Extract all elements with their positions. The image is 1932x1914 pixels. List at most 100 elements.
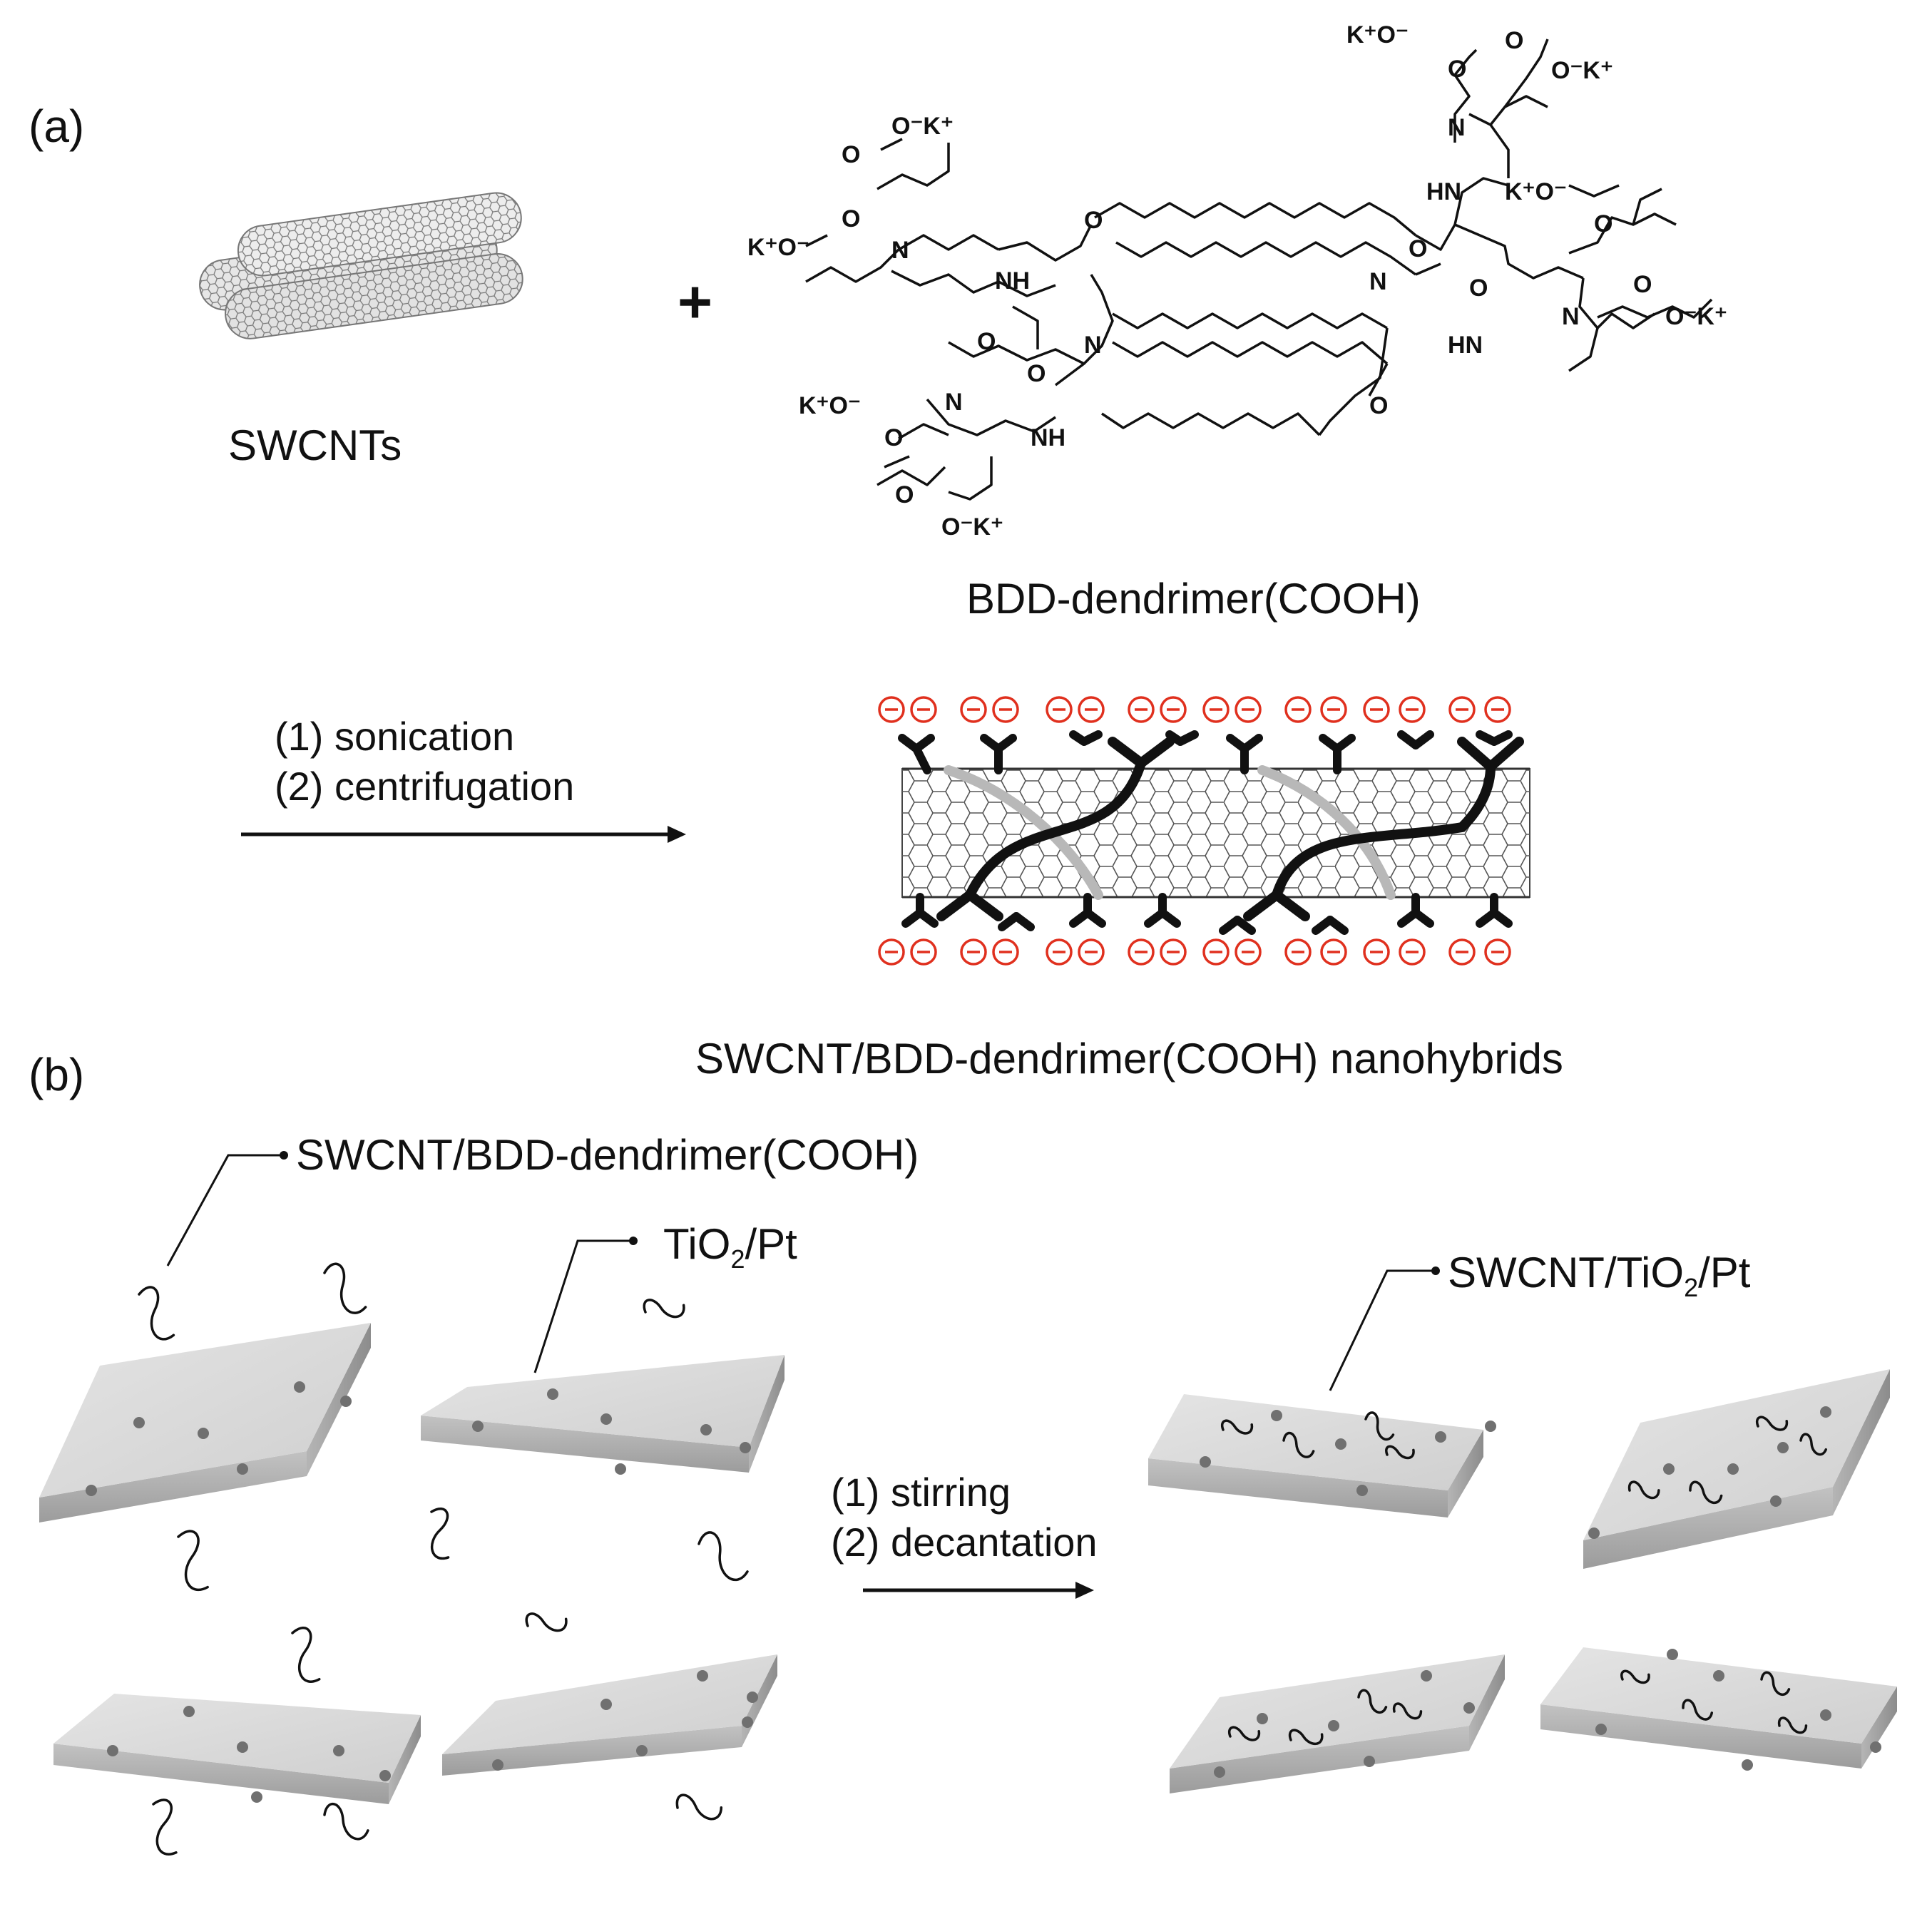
pt-particle-dot — [198, 1428, 209, 1439]
nanohybrid-squiggle — [1620, 1669, 1650, 1684]
negative-charge-icon — [1202, 938, 1230, 966]
slab-side-face — [749, 1355, 784, 1473]
tio2-slab — [1148, 1394, 1496, 1518]
nanohybrid-squiggle — [1392, 1702, 1423, 1720]
atom-label: K⁺O⁻ — [747, 234, 809, 261]
negative-charge-icon — [910, 938, 937, 966]
atom-label: O⁻K⁺ — [941, 513, 1003, 541]
swcnt-bundle-icon — [199, 192, 523, 339]
pt-particle-dot — [1663, 1463, 1675, 1475]
tio2-slab — [421, 1355, 784, 1475]
negative-charge-icon — [1484, 696, 1511, 723]
atom-label: O — [884, 424, 903, 451]
pt-particle-dot — [251, 1791, 262, 1803]
negative-charge-icon — [992, 696, 1019, 723]
nanohybrid-squiggle — [1627, 1480, 1660, 1500]
atom-label: O — [1084, 207, 1103, 234]
nanohybrid-squiggle — [1777, 1716, 1808, 1734]
slab-front-face — [1170, 1726, 1469, 1793]
label-subscript: 2 — [1684, 1273, 1699, 1302]
pt-particle-dot — [333, 1745, 344, 1756]
pt-particle-dot — [547, 1388, 558, 1400]
label-part: TiO — [663, 1220, 731, 1268]
pt-particle-dot — [1727, 1463, 1739, 1475]
step-centrifugation: (2) centrifugation — [275, 764, 575, 809]
pt-particle-dot — [492, 1759, 504, 1771]
negative-charge-icon — [1448, 938, 1476, 966]
pt-particle-dot — [133, 1417, 145, 1428]
slab-side-face — [1833, 1369, 1890, 1515]
pt-particle-dot — [697, 1670, 708, 1682]
nanohybrid-label: SWCNT/BDD-dendrimer(COOH) nanohybrids — [695, 1035, 1563, 1083]
free-nanohybrid-squiggles — [138, 1262, 749, 1856]
nanohybrid-squiggle — [1220, 1419, 1253, 1435]
negative-charge-icon — [1160, 696, 1187, 723]
atom-label: O — [1409, 235, 1427, 262]
negative-charge-icon — [1320, 938, 1347, 966]
negative-charge-icon — [1235, 696, 1262, 723]
tio2-slab — [39, 1323, 371, 1522]
nanohybrid-squiggle — [675, 1793, 723, 1821]
dendrimer-atom-labels: K⁺O⁻ O N NH O O⁻K⁺ O N O K⁺O⁻ N O NH O O… — [747, 21, 1727, 541]
nanohybrid-squiggle — [138, 1286, 175, 1341]
slab-top-face — [1148, 1394, 1483, 1490]
negative-charge-icon — [1399, 696, 1426, 723]
slab-front-face — [1540, 1704, 1861, 1769]
atom-label: N — [1369, 268, 1387, 295]
pt-particle-dot — [1214, 1766, 1225, 1778]
swcnt-tio2-pt-slabs-after — [1148, 1369, 1897, 1793]
atom-label: HN — [1426, 178, 1461, 205]
pt-particle-dot — [615, 1463, 626, 1475]
tio2-slab — [53, 1694, 421, 1804]
atom-label: O⁻K⁺ — [1665, 303, 1727, 330]
negative-charge-icon — [1202, 696, 1230, 723]
atom-label: N — [1448, 114, 1466, 141]
atom-label: NH — [1031, 424, 1065, 451]
pt-particle-dot — [1421, 1670, 1432, 1682]
negative-charge-icon — [1160, 938, 1187, 966]
nanohybrid-squiggle — [1799, 1433, 1828, 1456]
negative-charge-icon — [1046, 938, 1073, 966]
callout-line-nanohybrid — [166, 1154, 282, 1266]
negative-charge-icon — [878, 938, 905, 966]
panel-a-label: (a) — [29, 101, 85, 152]
negative-charge-icon — [1484, 938, 1511, 966]
callout-label-nanohybrid: SWCNT/BDD-dendrimer(COOH) — [296, 1131, 919, 1179]
negative-charge-icon — [1046, 696, 1073, 723]
label-part: SWCNT/TiO — [1448, 1249, 1685, 1296]
nanohybrid-squiggle — [291, 1627, 321, 1683]
slab-front-face — [442, 1726, 742, 1776]
pt-particle-dot — [86, 1485, 97, 1496]
nanohybrid-squiggle — [1755, 1416, 1788, 1431]
nanohybrid-squiggle — [152, 1798, 178, 1856]
atom-label: O⁻K⁺ — [891, 113, 954, 140]
atom-label: O — [1027, 360, 1046, 387]
tio2-slab — [1583, 1369, 1890, 1569]
slab-top-face — [53, 1694, 421, 1783]
nanohybrid-squiggle — [1364, 1411, 1395, 1441]
slab-front-face — [53, 1744, 389, 1804]
pt-particle-dot — [740, 1442, 751, 1453]
negative-charge-icon — [1399, 938, 1426, 966]
slab-front-face — [421, 1416, 749, 1473]
pt-particle-dot — [1595, 1724, 1607, 1735]
slab-side-face — [1448, 1430, 1483, 1518]
callout-line-tio2 — [533, 1239, 631, 1373]
nanohybrid-squiggle — [1357, 1689, 1388, 1714]
pt-particle-dot — [294, 1381, 305, 1393]
slab-side-face — [307, 1323, 371, 1476]
nanohybrid-squiggle — [1288, 1729, 1324, 1746]
pt-particle-dot — [742, 1716, 753, 1728]
slab-side-face — [1469, 1654, 1505, 1751]
dendrimer-wrap-black — [936, 737, 1524, 921]
negative-charge-icon — [1320, 696, 1347, 723]
step-decantation: (2) decantation — [831, 1520, 1098, 1565]
panel-b — [39, 1151, 1897, 1856]
nanohybrid-squiggle — [1227, 1726, 1260, 1741]
nanohybrid-squiggle — [323, 1262, 367, 1314]
pt-particle-dot — [1588, 1527, 1600, 1539]
pt-particle-dot — [1364, 1756, 1375, 1767]
nanohybrid-squiggle — [1760, 1671, 1791, 1696]
atom-label: O — [1469, 275, 1488, 302]
pt-particle-dot — [600, 1699, 612, 1710]
